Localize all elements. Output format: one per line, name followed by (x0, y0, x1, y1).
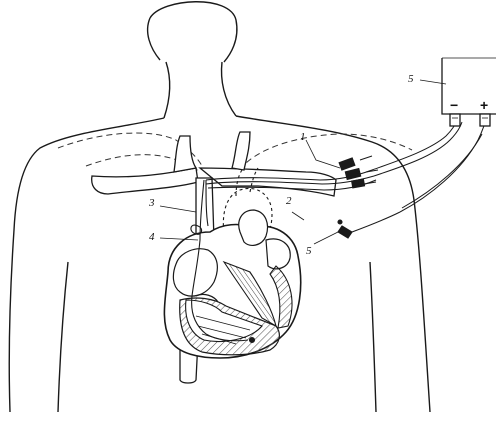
label-3: 3 (149, 198, 155, 209)
connector-b (345, 168, 361, 179)
label-4: 4 (149, 232, 155, 243)
stimulator-box (442, 58, 496, 126)
pulmonary-trunk (239, 210, 268, 245)
head-outline (150, 2, 237, 62)
label-1: 1 (300, 132, 306, 143)
stimulator-cables (372, 118, 486, 212)
left-inner-arm (58, 262, 68, 412)
label-2: 2 (286, 196, 292, 207)
stimulator-plus: + (480, 98, 488, 112)
connector-a (339, 158, 355, 170)
indifferent-electrode (338, 212, 400, 238)
connector-c (352, 179, 365, 188)
jugular-vein-right (232, 132, 250, 170)
label-5-stimulator: 5 (408, 74, 414, 85)
leader-2 (292, 212, 304, 220)
leader-1 (306, 140, 340, 168)
neck-right (222, 62, 236, 116)
terminal-positive (480, 114, 490, 126)
terminal-negative (450, 114, 460, 126)
heart (164, 210, 300, 358)
neck-left (164, 62, 170, 118)
electrode-tip (338, 226, 352, 238)
left-subclavian-vein (92, 168, 198, 194)
leader-5-electrode (314, 232, 338, 244)
left-shoulder (9, 118, 164, 412)
right-inner-arm (370, 262, 376, 412)
label-5-electrode: 5 (306, 246, 312, 257)
stimulator-minus: − (450, 98, 458, 112)
cable-positive (400, 120, 486, 212)
lead-connectors (339, 156, 378, 188)
leader-3 (160, 206, 196, 212)
